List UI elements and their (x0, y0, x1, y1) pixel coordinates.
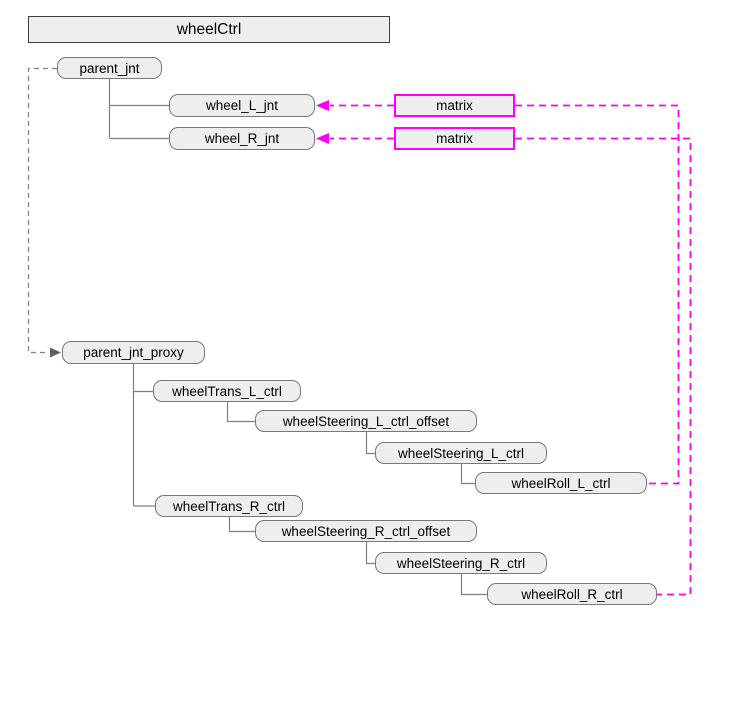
edge-offsetR-to-steeringR (365, 542, 375, 565)
edge-parent-to-proxy-dashed (27, 67, 57, 354)
diagram-title-label: wheelCtrl (176, 20, 242, 38)
edge-steeringL-to-rollL (460, 464, 475, 485)
node-label: matrix (436, 131, 473, 146)
node-wheelroll-l-ctrl: wheelRoll_L_ctrl (475, 472, 647, 494)
arrowhead-proxy (50, 347, 61, 358)
node-wheelsteering-r-ctrl: wheelSteering_R_ctrl (375, 552, 547, 574)
arrowhead-wheelLjnt (316, 100, 329, 111)
node-wheeltrans-r-ctrl: wheelTrans_R_ctrl (155, 495, 303, 517)
node-label: wheel_R_jnt (204, 131, 280, 146)
node-matrix-r: matrix (394, 127, 515, 150)
edge-rollR-to-matrixR (515, 137, 692, 596)
node-wheelsteering-l-ctrl: wheelSteering_L_ctrl (375, 442, 547, 464)
edge-steeringR-to-rollR (460, 574, 487, 596)
node-wheeltrans-l-ctrl: wheelTrans_L_ctrl (153, 380, 301, 402)
node-wheel-l-jnt: wheel_L_jnt (169, 94, 315, 117)
node-wheel-r-jnt: wheel_R_jnt (169, 127, 315, 150)
node-label: wheelSteering_L_ctrl_offset (282, 413, 450, 429)
edge-transR-to-offsetR (228, 517, 255, 533)
node-wheelsteering-l-ctrl-offset: wheelSteering_L_ctrl_offset (255, 410, 477, 432)
node-label: wheelSteering_R_ctrl_offset (281, 523, 451, 539)
node-label: parent_jnt (79, 60, 140, 76)
node-label: wheelRoll_L_ctrl (511, 475, 611, 491)
node-wheelroll-r-ctrl: wheelRoll_R_ctrl (487, 583, 657, 605)
node-label: matrix (436, 98, 473, 113)
edge-transL-to-offsetL (226, 402, 255, 423)
node-label: wheelTrans_R_ctrl (172, 498, 286, 514)
node-label: wheelSteering_L_ctrl (397, 445, 525, 461)
node-label: wheelRoll_R_ctrl (521, 586, 623, 602)
edge-rollL-to-matrixL (515, 104, 680, 485)
diagram-title: wheelCtrl (28, 16, 390, 43)
edge-parent-jnt-children (108, 79, 169, 140)
node-wheelsteering-r-ctrl-offset: wheelSteering_R_ctrl_offset (255, 520, 477, 542)
node-label: parent_jnt_proxy (83, 345, 184, 360)
node-parent-jnt: parent_jnt (57, 57, 162, 79)
node-label: wheelTrans_L_ctrl (172, 383, 282, 399)
node-matrix-l: matrix (394, 94, 515, 117)
node-label: wheel_L_jnt (205, 98, 279, 113)
arrowhead-wheelRjnt (316, 133, 329, 144)
node-label: wheelSteering_R_ctrl (396, 555, 526, 571)
edge-proxy-children (132, 364, 155, 507)
edge-offsetL-to-steeringL (365, 432, 375, 455)
node-parent-jnt-proxy: parent_jnt_proxy (62, 341, 205, 364)
